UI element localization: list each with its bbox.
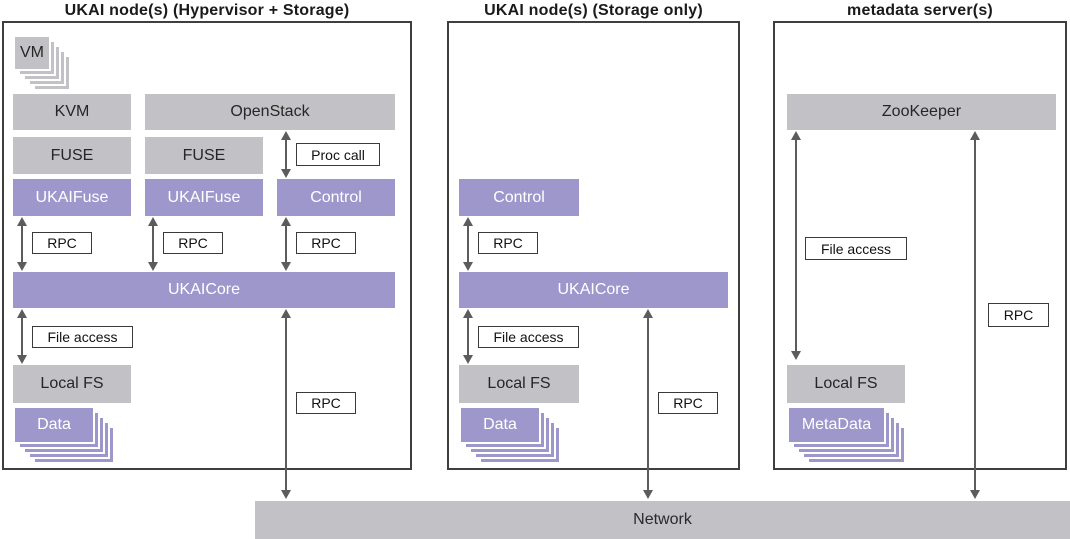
rpc-label-left: RPC [32,232,92,254]
file-access-label-panel2: File access [478,326,579,348]
ukaicore-box-panel1: UKAICore [13,272,395,308]
arrowhead-down-icon [281,169,291,178]
arrow-line [21,224,23,264]
arrow-core-localfs-panel2 [462,309,474,364]
kvm-box: KVM [13,94,131,130]
data-stack-panel2: Data [459,406,561,464]
arrow-core-localfs-panel1 [16,309,28,364]
rpc-label-right: RPC [296,232,356,254]
arrowhead-down-icon [463,355,473,364]
arrow-line [152,224,154,264]
arrow-zookeeper-network [969,131,981,499]
control-box-panel1: Control [277,179,395,216]
ukaifuse-box-mid: UKAIFuse [145,179,263,216]
arrow-line [285,316,287,492]
arrowhead-down-icon [17,355,27,364]
vm-box: VM [13,35,51,71]
network-bar: Network [255,501,1070,539]
arrowhead-up-icon [463,217,473,226]
ukaicore-box-panel2: UKAICore [459,272,728,308]
openstack-box: OpenStack [145,94,395,130]
vm-stack: VM [13,35,71,91]
data-box-panel1: Data [13,406,95,444]
arrowhead-down-icon [791,351,801,360]
arrowhead-up-icon [17,217,27,226]
arrow-line [467,316,469,357]
arrowhead-up-icon [970,131,980,140]
file-access-label-panel3: File access [805,237,907,260]
arrow-control-core-panel2 [462,217,474,271]
arrowhead-down-icon [281,262,291,271]
data-stack-panel1: Data [13,406,115,464]
rpc-network-label-panel2: RPC [658,392,718,414]
arrowhead-down-icon [463,262,473,271]
arrow-line [285,224,287,264]
panel2-title: UKAI node(s) (Storage only) [484,2,703,19]
arrowhead-down-icon [643,490,653,499]
arrowhead-down-icon [148,262,158,271]
arrowhead-down-icon [970,490,980,499]
arrowhead-up-icon [281,309,291,318]
arrow-line [647,316,649,492]
fuse-box-left: FUSE [13,137,131,174]
arrow-core-network-panel1 [280,309,292,499]
proc-call-label: Proc call [296,143,380,166]
arrow-line [795,138,797,353]
metadata-box: MetaData [787,406,886,444]
rpc-label-panel3: RPC [988,303,1049,327]
metadata-stack: MetaData [787,406,906,464]
arrow-ukaifuse-left-core [16,217,28,271]
panel1-title: UKAI node(s) (Hypervisor + Storage) [64,2,350,19]
arrowhead-up-icon [281,217,291,226]
rpc-label-mid: RPC [163,232,223,254]
ukaifuse-box-left: UKAIFuse [13,179,131,216]
fuse-box-mid: FUSE [145,137,263,174]
data-box-panel2: Data [459,406,541,444]
arrowhead-up-icon [643,309,653,318]
rpc-label-panel2: RPC [478,232,538,254]
arrow-openstack-control [280,131,292,178]
local-fs-box-panel2: Local FS [459,365,579,403]
arrowhead-down-icon [281,490,291,499]
arrow-control-core [280,217,292,271]
local-fs-box-panel1: Local FS [13,365,131,403]
arrowhead-up-icon [791,131,801,140]
zookeeper-box: ZooKeeper [787,94,1056,130]
arrowhead-up-icon [463,309,473,318]
arrowhead-up-icon [281,131,291,140]
control-box-panel2: Control [459,179,579,216]
local-fs-box-panel3: Local FS [787,365,905,403]
arrowhead-down-icon [17,262,27,271]
arrow-line [21,316,23,357]
file-access-label-panel1: File access [32,326,133,348]
arrow-zookeeper-localfs [790,131,802,360]
arrow-ukaifuse-mid-core [147,217,159,271]
arrow-core-network-panel2 [642,309,654,499]
arrow-line [974,138,976,492]
arrow-line [285,138,287,171]
rpc-network-label-panel1: RPC [296,392,356,414]
panel3-title: metadata server(s) [847,2,993,19]
arrow-line [467,224,469,264]
arrowhead-up-icon [148,217,158,226]
arrowhead-up-icon [17,309,27,318]
